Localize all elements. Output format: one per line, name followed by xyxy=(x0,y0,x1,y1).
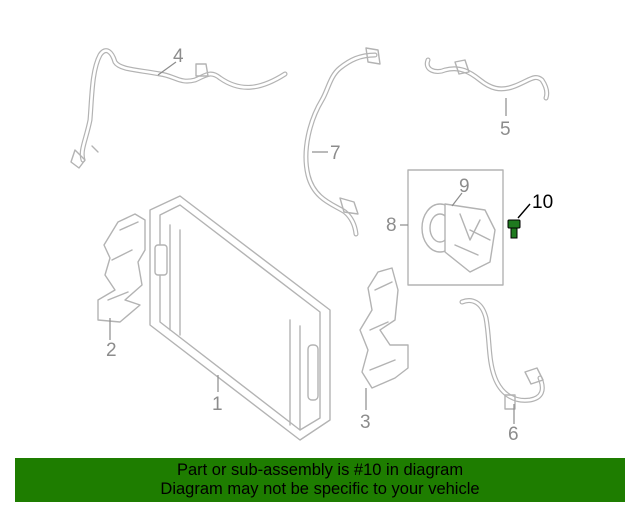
callout-8: 8 xyxy=(386,215,397,236)
callout-6: 6 xyxy=(508,424,519,445)
callout-line-10 xyxy=(517,203,531,219)
part-5-hose xyxy=(424,57,550,101)
callout-line-4 xyxy=(157,61,177,76)
part-9-compressor xyxy=(421,203,496,273)
part-1-condenser xyxy=(149,195,331,441)
callout-10: 10 xyxy=(532,192,553,213)
part-7-hose xyxy=(303,47,381,237)
callout-4: 4 xyxy=(173,46,184,67)
banner-line-2: Diagram may not be specific to your vehi… xyxy=(160,480,480,498)
part-10-bolt xyxy=(507,219,521,239)
parts-diagram: 4 7 5 8 9 10 1 2 3 6 xyxy=(70,46,553,445)
part-4-hose xyxy=(70,48,288,169)
diagram-notice-banner: Part or sub-assembly is #10 in diagram D… xyxy=(15,458,625,502)
callout-9: 9 xyxy=(459,176,470,197)
banner-line-1: Part or sub-assembly is #10 in diagram xyxy=(176,461,464,479)
callout-3: 3 xyxy=(360,412,371,433)
callout-1: 1 xyxy=(212,394,223,415)
part-8-compressor-box xyxy=(407,169,504,286)
callout-line-9 xyxy=(451,192,463,207)
part-2-bracket xyxy=(97,213,146,323)
part-3-bracket xyxy=(359,267,409,389)
callout-2: 2 xyxy=(106,340,117,361)
callout-7: 7 xyxy=(330,143,341,164)
part-6-hose xyxy=(459,298,545,410)
callout-5: 5 xyxy=(500,119,511,140)
